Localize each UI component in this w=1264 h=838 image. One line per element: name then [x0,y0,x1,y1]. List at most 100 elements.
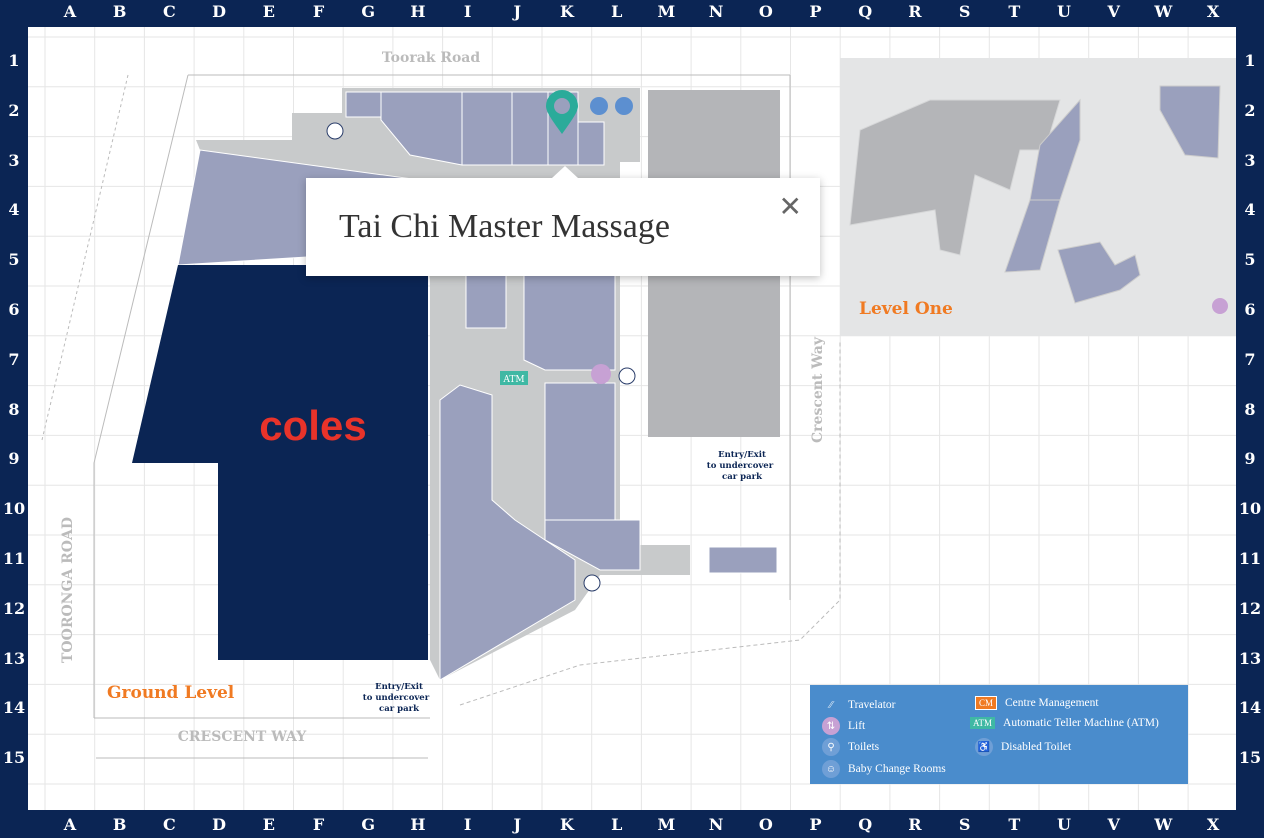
shop [708,546,778,574]
row-label-right-10: 10 [1238,499,1262,519]
col-label-top-K: K [560,2,574,21]
col-label-top-R: R [908,2,922,21]
row-label-right-3: 3 [1244,150,1256,170]
ground-level-label: Ground Level [107,683,235,703]
svg-text:car park: car park [722,472,763,482]
col-label-bottom-L: L [611,815,623,834]
col-label-top-U: U [1057,2,1071,21]
col-label-bottom-A: A [63,815,77,834]
lift-icon: ⇅ [822,717,840,735]
centre-management-icon: CM [975,696,998,710]
shop [511,91,549,166]
car-park-entry-2: Entry/Exit to undercover car park [363,682,430,714]
col-label-bottom-G: G [361,815,376,834]
col-label-top-X: X [1206,2,1220,21]
row-label-right-1: 1 [1244,51,1256,70]
row-label-left-3: 3 [8,150,20,170]
col-label-bottom-W: W [1154,815,1173,834]
level-one-shop [1029,98,1081,201]
row-label-left-12: 12 [2,598,26,618]
atm-label: ATM [502,375,524,385]
toilets-icon [590,97,608,115]
legend-item-baby-change: ☺Baby Change Rooms [822,760,946,778]
svg-text:car park: car park [379,704,420,714]
shop [544,519,641,571]
entrance-arrow-icon [618,367,636,385]
level-one-shop [1057,241,1141,304]
col-label-top-T: T [1008,2,1021,21]
level-one-block [849,99,1061,256]
level-one-shop [1004,199,1061,273]
map-canvas[interactable]: coles ATM Toorak Road CRESCENT WAY TOORO… [28,27,1236,810]
shop [345,91,382,118]
row-label-right-2: 2 [1244,100,1256,120]
toilets-icon: ⚲ [822,738,840,756]
close-icon[interactable]: ✕ [778,190,802,223]
col-label-bottom-I: I [463,815,472,834]
atm-icon: ATM [970,717,996,729]
shop [461,91,513,166]
car-park-entry-1: Entry/Exit to undercover car park [707,450,774,482]
col-label-top-L: L [611,2,623,21]
street-crescent-way-east: Crescent Way [810,336,826,443]
row-label-right-11: 11 [1238,549,1262,568]
svg-text:Entry/Exit: Entry/Exit [375,682,423,692]
row-label-right-4: 4 [1244,200,1256,220]
col-label-top-W: W [1154,2,1173,21]
svg-text:to undercover: to undercover [363,693,430,703]
col-label-bottom-H: H [410,815,426,834]
col-label-bottom-V: V [1107,815,1120,834]
col-label-top-C: C [163,2,176,21]
col-label-top-D: D [212,2,227,21]
shop [439,384,576,681]
entrance-arrow-icon [326,122,344,140]
road-edge [93,74,189,718]
road-edge [41,74,129,441]
col-label-bottom-T: T [1008,815,1021,834]
col-label-top-V: V [1107,2,1120,21]
row-label-left-6: 6 [8,300,20,319]
legend-item-lift: ⇅Lift [822,717,865,735]
map-svg[interactable]: coles ATM Toorak Road CRESCENT WAY TOORO… [28,27,1236,810]
col-label-bottom-X: X [1206,815,1220,834]
svg-text:to undercover: to undercover [707,461,774,471]
store-popup: Tai Chi Master Massage ✕ [306,166,820,276]
col-label-bottom-B: B [112,815,127,834]
row-label-left-2: 2 [8,100,20,120]
baby-change-icon: ☺ [822,760,840,778]
lift-icon [1212,298,1228,314]
shop [523,274,616,371]
row-label-left-15: 15 [2,748,26,768]
col-label-bottom-C: C [163,815,176,834]
atm-marker [500,371,528,385]
street-tooronga-road: TOORONGA ROAD [60,517,76,663]
col-label-bottom-D: D [212,815,227,834]
col-label-top-P: P [809,2,822,21]
location-marker-icon [546,90,578,134]
col-label-top-H: H [410,2,426,21]
row-label-right-14: 14 [1238,698,1262,718]
coles-logo: coles [259,402,366,449]
col-label-bottom-E: E [262,815,275,834]
col-label-bottom-P: P [809,815,822,834]
row-label-right-15: 15 [1238,748,1262,768]
col-label-bottom-N: N [708,815,724,834]
row-label-left-9: 9 [8,449,20,469]
col-label-top-M: M [657,2,676,21]
row-label-right-5: 5 [1244,250,1256,270]
level-one-shop [1159,85,1221,159]
row-label-left-4: 4 [8,200,20,220]
row-label-right-13: 13 [1238,648,1262,668]
shop [577,121,605,166]
legend-item-travelator: ⁄⁄Travelator [822,696,895,714]
col-label-top-A: A [63,2,77,21]
travelator-icon: ⁄⁄ [829,699,833,711]
col-label-top-I: I [463,2,472,21]
row-label-left-5: 5 [8,250,20,270]
col-label-bottom-S: S [958,815,971,834]
legend-item-toilets: ⚲Toilets [822,738,879,756]
col-label-bottom-R: R [908,815,922,834]
col-label-bottom-M: M [657,815,676,834]
